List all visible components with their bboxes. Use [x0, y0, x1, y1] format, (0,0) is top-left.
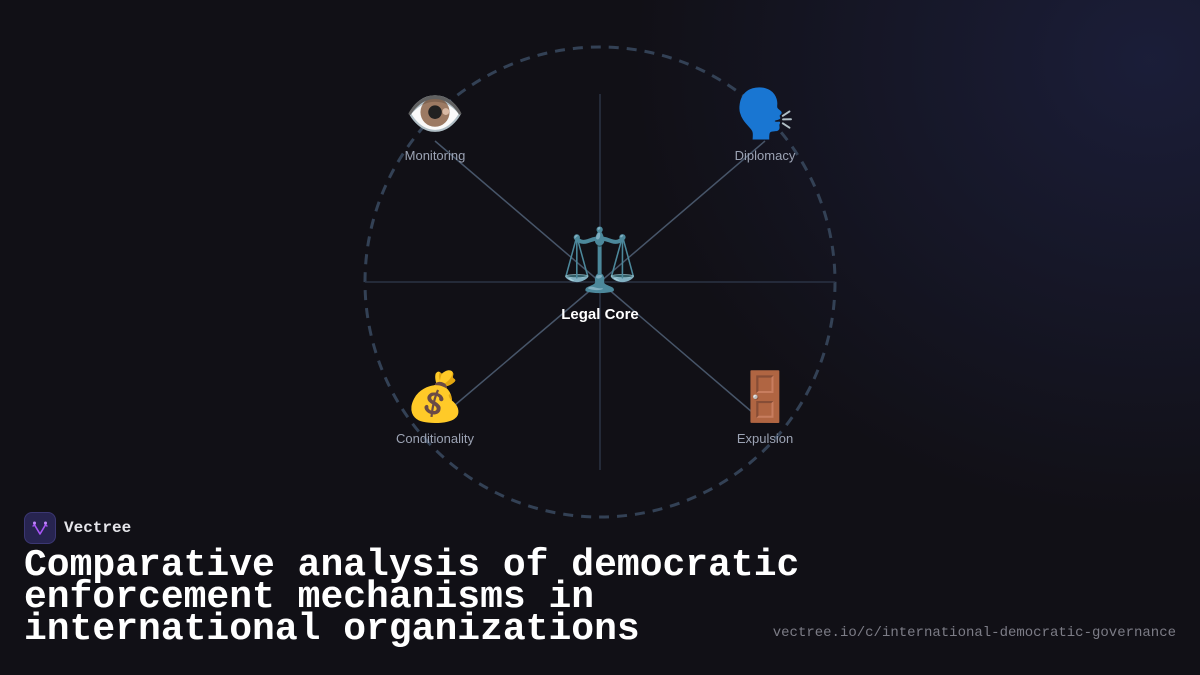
door-icon: 🚪 — [735, 371, 795, 424]
balance-scale-icon: ⚖️ — [561, 226, 639, 295]
spoke-diplomacy — [599, 140, 766, 283]
node-label: Legal Core — [561, 306, 639, 323]
node-expulsion: 🚪 Expulsion — [685, 371, 845, 446]
money-bag-icon: 💰 — [405, 371, 465, 424]
node-legal-core: ⚖️ Legal Core — [520, 226, 680, 324]
page-url: vectree.io/c/international-democratic-go… — [772, 625, 1176, 641]
spoke-conditionality — [454, 281, 601, 406]
spoke-expulsion — [599, 281, 753, 413]
node-label: Diplomacy — [734, 148, 796, 163]
node-label: Monitoring — [404, 148, 466, 163]
spoke-monitoring — [434, 140, 601, 283]
node-diplomacy: 🗣️ Diplomacy — [685, 88, 845, 163]
brand-name: Vectree — [64, 519, 132, 537]
page-title: Comparative analysis of democratic enfor… — [24, 544, 800, 651]
node-label: Expulsion — [736, 431, 794, 446]
speaking-head-icon: 🗣️ — [735, 88, 795, 141]
node-monitoring: 👁️ Monitoring — [355, 88, 515, 163]
node-label: Conditionality — [395, 431, 475, 446]
brand: Vectree — [24, 512, 131, 544]
vectree-logo-icon — [24, 512, 56, 544]
node-conditionality: 💰 Conditionality — [355, 371, 515, 446]
eye-icon: 👁️ — [405, 88, 465, 141]
